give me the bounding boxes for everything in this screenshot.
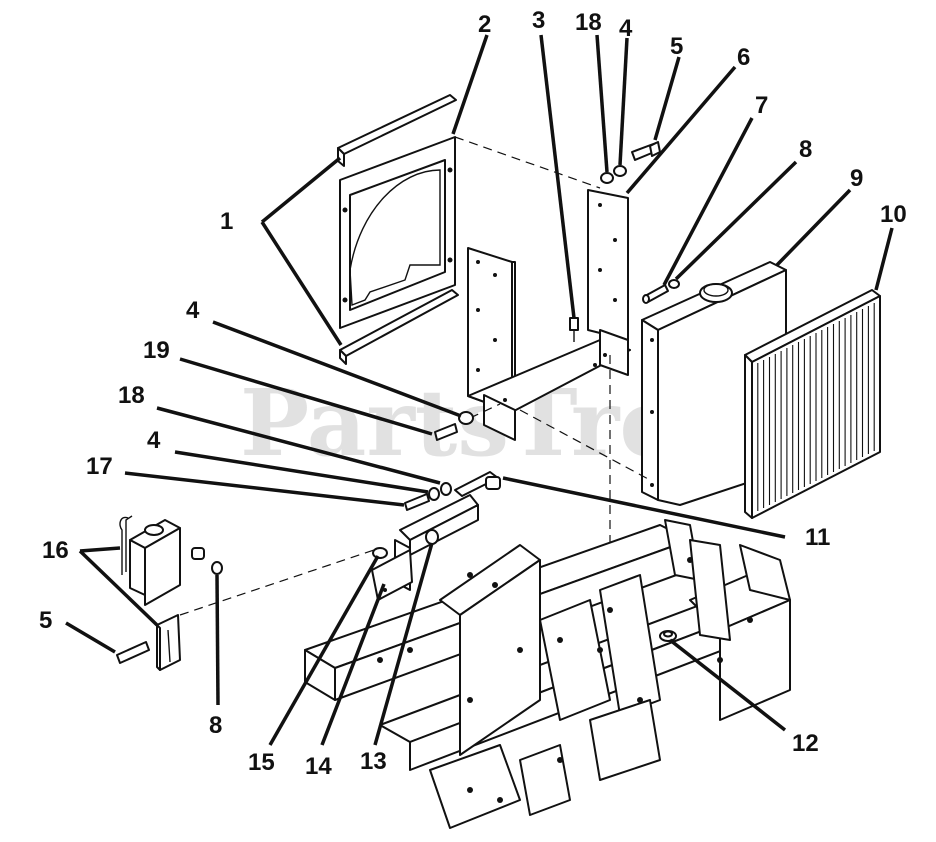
callout-18-top: 18 xyxy=(575,9,602,36)
part-radiator-bracket xyxy=(467,189,631,441)
part-overflow-tube xyxy=(642,279,680,304)
callout-12: 12 xyxy=(792,730,819,757)
screen-fins xyxy=(757,303,875,511)
callout-16: 16 xyxy=(42,537,69,564)
callout-18-middle: 18 xyxy=(118,382,145,409)
callout-13: 13 xyxy=(360,748,387,775)
callout-10: 10 xyxy=(880,201,907,228)
callout-19: 19 xyxy=(143,337,170,364)
callout-1: 1 xyxy=(220,208,233,235)
part-coolant-reservoir xyxy=(119,515,223,671)
callout-6: 6 xyxy=(737,44,750,71)
part-chassis-frame xyxy=(304,519,791,829)
callout-14: 14 xyxy=(305,753,332,780)
callout-4-top: 4 xyxy=(619,15,633,42)
callout-8-top: 8 xyxy=(799,136,812,163)
callout-5-top: 5 xyxy=(670,33,683,60)
callout-5-bottom: 5 xyxy=(39,607,52,634)
hardware xyxy=(116,141,661,664)
callout-4-middle: 4 xyxy=(186,297,200,324)
callout-11: 11 xyxy=(805,524,830,551)
callout-17: 17 xyxy=(86,453,113,480)
part-radiator-screen xyxy=(744,289,881,519)
callout-4-lower: 4 xyxy=(147,427,161,454)
part-grommet xyxy=(659,630,677,642)
callout-8-bottom: 8 xyxy=(209,712,222,739)
callout-labels: 1 2 3 18 4 5 6 7 8 9 10 4 19 18 4 17 16 … xyxy=(39,7,907,780)
callout-9: 9 xyxy=(850,165,863,192)
callout-7: 7 xyxy=(755,92,768,119)
part-seal-strips xyxy=(337,94,459,365)
callout-3: 3 xyxy=(532,7,545,34)
callout-2: 2 xyxy=(478,11,491,38)
part-shroud xyxy=(339,136,456,329)
leader-lines xyxy=(65,34,894,746)
callout-15: 15 xyxy=(248,749,275,776)
